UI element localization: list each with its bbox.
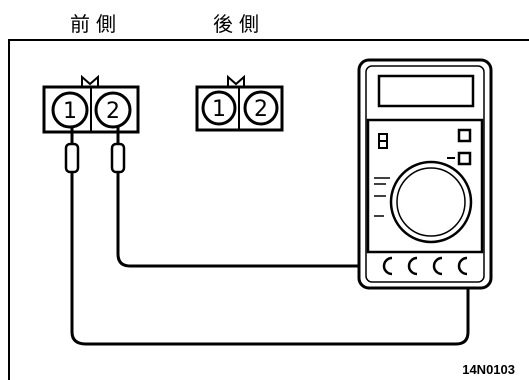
- rear-side-label: 後側: [213, 12, 265, 36]
- terminal-icon: [432, 256, 443, 276]
- front-connector: 1 2: [42, 74, 140, 134]
- front-pin-1-label: 1: [63, 99, 77, 124]
- rear-pin-1-label: 1: [212, 97, 226, 122]
- meter-terminals: [382, 256, 468, 276]
- figure-code: 14N0103: [462, 362, 515, 377]
- terminal-icon: [407, 256, 418, 276]
- front-side-label: 前側: [70, 12, 122, 36]
- meter-display: [377, 74, 475, 108]
- rear-pin-1: [201, 90, 237, 126]
- test-probe-icon: [64, 142, 80, 174]
- multimeter: [357, 58, 493, 290]
- front-pin-1: [51, 91, 89, 129]
- rear-pin-2-label: 2: [254, 97, 268, 122]
- wire-pin1-to-meter: [70, 184, 470, 346]
- terminal-icon: [457, 256, 468, 276]
- rear-connector-latch: [227, 74, 245, 88]
- rear-pin-2: [243, 90, 279, 126]
- wire-pin2-to-meter: [116, 184, 385, 268]
- diagram-frame: [8, 39, 529, 380]
- test-probe-icon: [110, 142, 126, 174]
- probe-2: [110, 126, 126, 184]
- terminal-icon: [382, 256, 393, 276]
- rear-connector: 1 2: [195, 74, 284, 132]
- dial-icon: [389, 160, 473, 244]
- front-pin-2-label: 2: [106, 99, 120, 124]
- probe-1: [64, 126, 80, 184]
- front-pin-2: [94, 91, 132, 129]
- front-connector-latch: [81, 74, 99, 88]
